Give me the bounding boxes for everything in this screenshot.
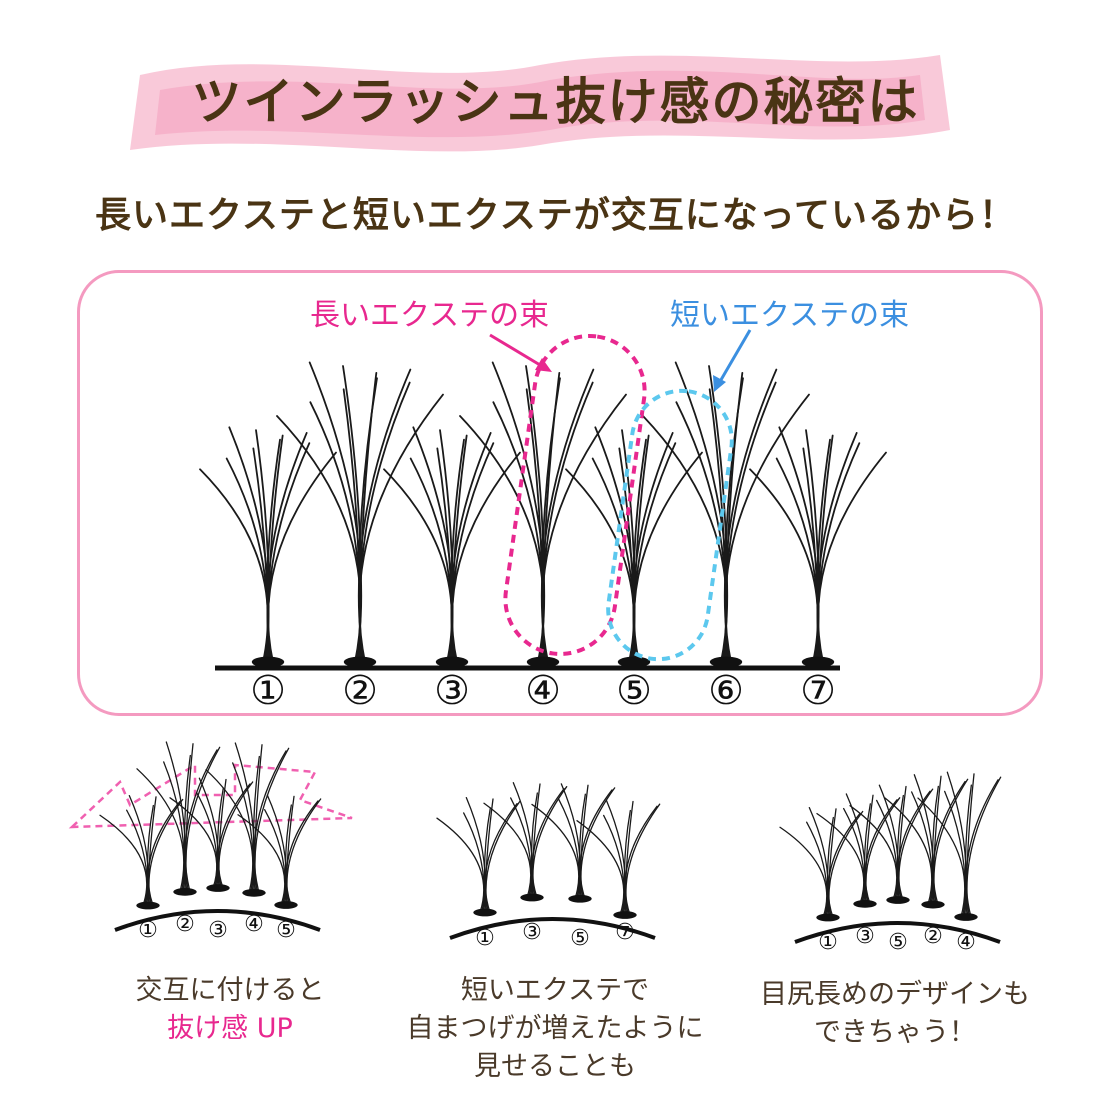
- lash-bundle: [483, 782, 568, 902]
- lash-bundle: [565, 426, 703, 668]
- lash-band: [449, 917, 656, 940]
- lash-bundle: [749, 426, 887, 668]
- example-3-number: ⑤: [888, 930, 908, 955]
- lash-bundle: [136, 741, 221, 896]
- label-long-bundle: 長いエクステの束: [310, 298, 550, 333]
- caption-1-highlight: 抜け感 UP: [167, 1013, 293, 1044]
- example-1-number: ③: [208, 918, 228, 943]
- example-2-number: ③: [522, 920, 542, 945]
- caption-2-line-1: 短いエクステで: [460, 975, 650, 1006]
- page-subtitle: 長いエクステと短いエクステが交互になっているから！: [94, 195, 1017, 236]
- bundle-number-4: ④: [525, 668, 561, 714]
- example-1-number: ⑤: [276, 918, 296, 943]
- lash-bundle: [169, 777, 254, 892]
- lash-bundle: [436, 797, 521, 917]
- lash-bundle: [531, 783, 616, 903]
- example-3-number: ③: [855, 924, 875, 949]
- caption-2: 短いエクステで 自まつげが増えたように 見せることも: [390, 972, 720, 1086]
- caption-2-line-2: 自まつげが増えたように: [406, 1013, 704, 1044]
- caption-3: 目尻長めのデザインも できちゃう！: [745, 976, 1045, 1052]
- lash-bundle: [884, 774, 969, 909]
- lash-bundle: [237, 794, 322, 909]
- bundle-number-2: ②: [342, 668, 378, 714]
- lash-bundle: [576, 799, 661, 919]
- lash-bundle: [642, 361, 810, 668]
- lash-band: [794, 921, 1001, 944]
- lash-bundle: [276, 361, 444, 668]
- lash-bundle: [383, 426, 521, 668]
- example-1-number: ②: [175, 912, 195, 937]
- lash-band: [114, 909, 321, 932]
- example-3-number: ②: [923, 924, 943, 949]
- caption-1: 交互に付けると 抜け感 UP: [80, 972, 380, 1048]
- pink-arrow-icon: [489, 333, 552, 372]
- lash-bundle: [459, 361, 627, 668]
- example-1-number: ④: [244, 912, 264, 937]
- bundle-number-7: ⑦: [800, 668, 836, 714]
- example-2-number: ⑦: [615, 920, 635, 945]
- diagram-box: [77, 270, 1043, 716]
- outline-dashed-shape: [68, 762, 353, 829]
- example-2-number: ⑤: [570, 926, 590, 951]
- blue-arrow-icon: [713, 329, 752, 392]
- caption-3-line-1: 目尻長めのデザインも: [760, 979, 1030, 1010]
- bundle-number-1: ①: [250, 668, 286, 714]
- caption-2-line-3: 見せることも: [474, 1051, 636, 1082]
- bundle-number-3: ③: [434, 668, 470, 714]
- bundle-number-6: ⑥: [708, 668, 744, 714]
- label-short-bundle: 短いエクステの束: [670, 298, 910, 333]
- lash-bundle: [917, 771, 1002, 921]
- example-3-number: ①: [818, 930, 838, 955]
- example-2-number: ①: [475, 926, 495, 951]
- pink-brush-decoration: [130, 55, 950, 152]
- caption-3-line-2: できちゃう！: [814, 1017, 976, 1048]
- lash-bundle: [199, 426, 337, 668]
- page-title: ツインラッシュ抜け感の秘密は: [191, 73, 920, 131]
- bundle-number-5: ⑤: [616, 668, 652, 714]
- lash-bundle: [205, 742, 290, 897]
- short-bundle-outline: [606, 388, 734, 662]
- lash-bundle: [99, 794, 184, 910]
- example-1-number: ①: [138, 918, 158, 943]
- example-3-number: ④: [956, 930, 976, 955]
- lash-bundle: [779, 806, 864, 922]
- long-bundle-outline: [503, 334, 647, 656]
- caption-1-line-1: 交互に付けると: [135, 975, 325, 1006]
